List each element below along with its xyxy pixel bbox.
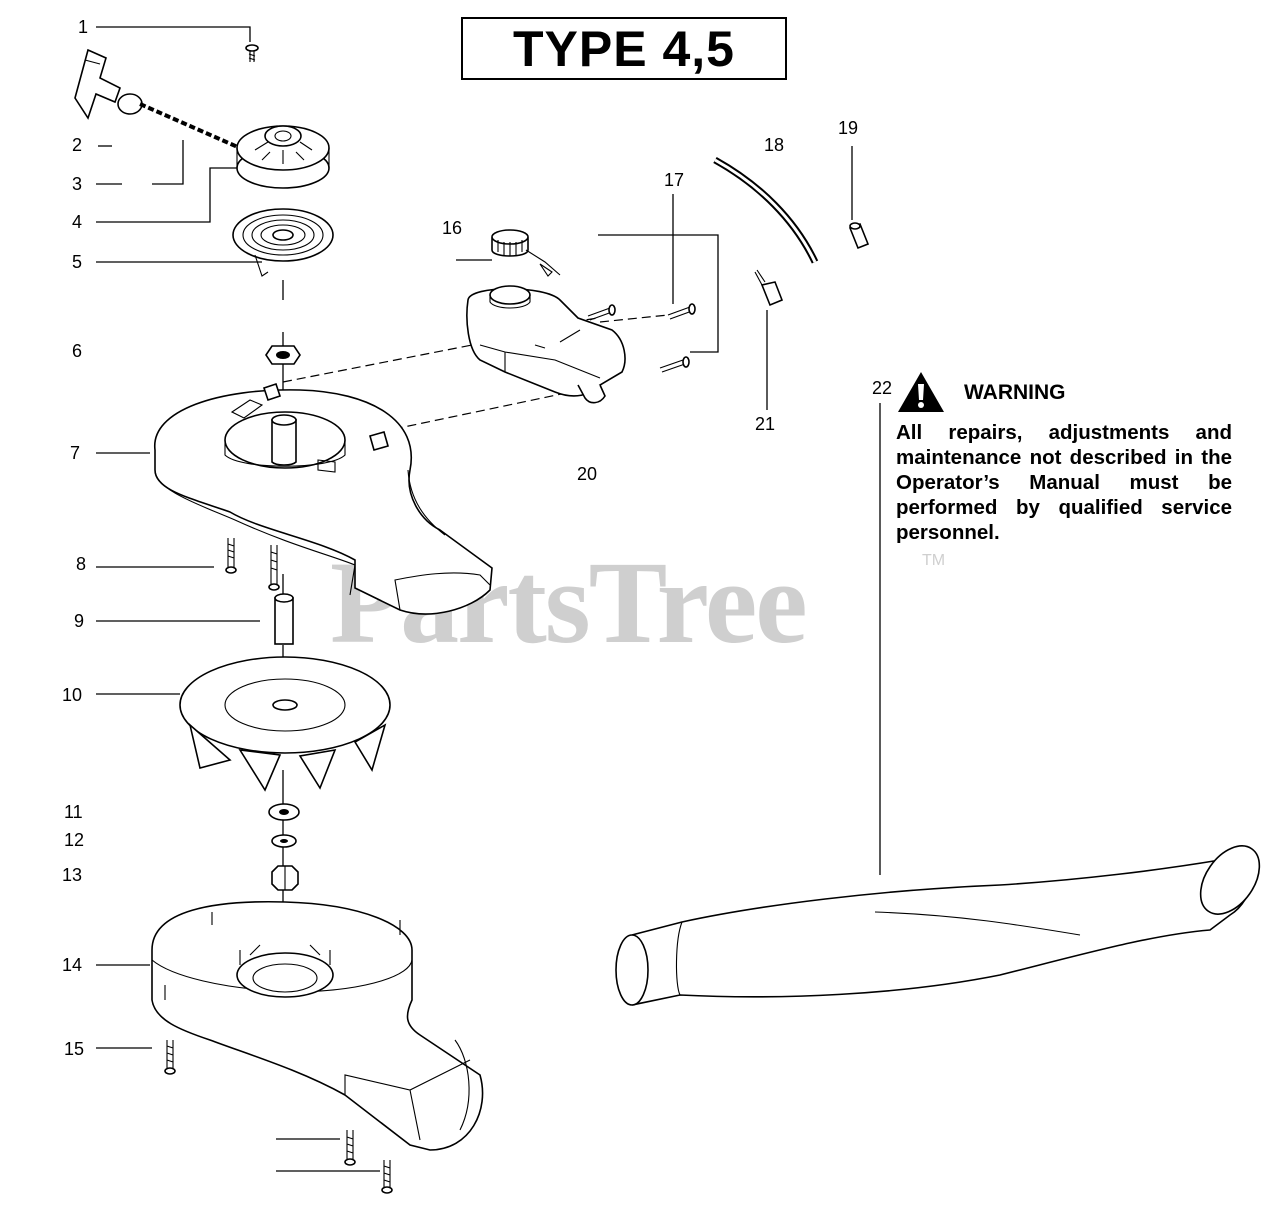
callout-21: 21 [755, 414, 775, 434]
part-21-grommet [754, 269, 784, 307]
part-4-starter-pulley [236, 125, 330, 189]
callout-19: 19 [838, 118, 858, 138]
part-12-lock-washer [271, 834, 297, 848]
part-22-blower-tube [615, 845, 1261, 1006]
part-13-nut [271, 865, 299, 891]
callout-10: 10 [62, 685, 82, 705]
callout-2: 2 [72, 135, 82, 155]
callout-7: 7 [70, 443, 80, 463]
callout-11: 11 [64, 802, 83, 822]
part-5-recoil-spring [232, 208, 334, 277]
part-20-fuel-tank [466, 285, 626, 404]
warning-text: All repairs, adjustments and maintenance… [896, 421, 1232, 544]
callout-6: 6 [72, 341, 82, 361]
callout-17: 17 [664, 170, 684, 190]
callout-9: 9 [74, 611, 84, 631]
callout-13: 13 [62, 865, 82, 885]
callout-4: 4 [72, 212, 82, 232]
part-6-nut [265, 345, 301, 365]
part-8-screws [225, 538, 280, 591]
part-10-impeller-fan [179, 656, 391, 792]
callout-12: 12 [64, 830, 84, 850]
callout-numbers: 1 2 3 4 5 6 7 8 9 10 11 12 13 14 15 16 1… [62, 17, 892, 1059]
part-14-lower-blower-housing [151, 900, 484, 1151]
part-15-screws [164, 1040, 393, 1194]
callout-22: 22 [872, 378, 892, 398]
callout-18: 18 [764, 135, 784, 155]
part-18-fuel-line [713, 156, 819, 264]
callout-5: 5 [72, 252, 82, 272]
callout-16: 16 [442, 218, 462, 238]
warning-title: WARNING [964, 380, 1066, 404]
part-2-starter-handle [74, 48, 143, 120]
leader-lines [96, 26, 881, 1172]
type-label: TYPE 4,5 [461, 17, 787, 80]
part-1-screw [245, 44, 259, 62]
callout-14: 14 [62, 955, 82, 975]
part-7-upper-blower-housing [154, 382, 493, 615]
callout-15: 15 [64, 1039, 84, 1059]
part-19-fuel-filter [848, 222, 870, 250]
part-3-starter-rope [139, 102, 241, 150]
callout-1: 1 [78, 17, 88, 37]
part-17-tank-screws [587, 303, 696, 373]
callout-8: 8 [76, 554, 86, 574]
part-9-spacer [274, 593, 294, 645]
warning-header: WARNING [896, 370, 1232, 414]
callout-3: 3 [72, 174, 82, 194]
callout-20: 20 [577, 464, 597, 484]
trademark-mark: TM [922, 552, 946, 569]
part-16-fuel-cap [491, 229, 561, 277]
part-11-washer [268, 803, 300, 821]
warning-notice: WARNING All repairs, adjustments and mai… [896, 370, 1232, 545]
warning-triangle-icon [898, 372, 944, 412]
